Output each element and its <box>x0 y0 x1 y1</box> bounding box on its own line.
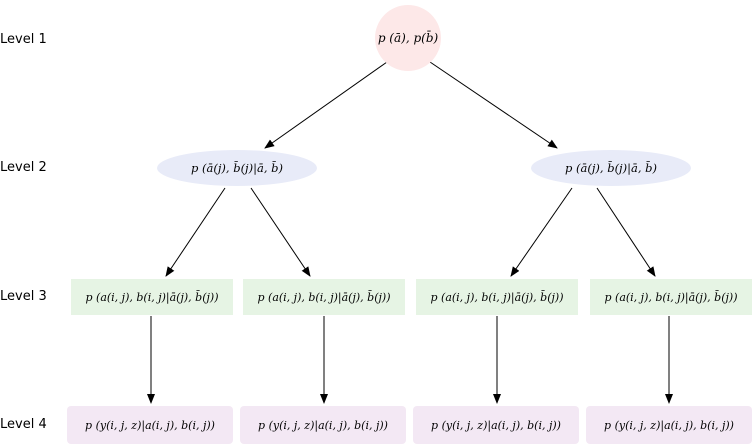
level-4-label: Level 4 <box>0 417 47 432</box>
level4-node-3: p (y(i, j, z)|a(i, j), b(i, j)) <box>413 406 579 444</box>
root-node: p (ā), p(b̄) <box>375 5 441 71</box>
level3-node-3: p (a(i, j), b(i, j)|ā(j), b̄(j)) <box>416 279 578 315</box>
level2-right-node: p (ā(j), b̄(j)|ā, b̄) <box>531 150 691 186</box>
level-3-label: Level 3 <box>0 289 47 304</box>
edge-level2-left-to-level3-1 <box>165 187 226 277</box>
level-1-label: Level 1 <box>0 32 47 47</box>
edge-root-to-level2-right <box>429 61 558 149</box>
edge-root-to-level2-left <box>264 61 388 149</box>
edge-level2-right-to-level3-3 <box>510 187 573 277</box>
level-2-label: Level 2 <box>0 160 47 175</box>
edge-level2-right-to-level3-4 <box>596 187 656 277</box>
level3-node-4: p (a(i, j), b(i, j)|ā(j), b̄(j)) <box>590 279 752 315</box>
edge-level2-left-to-level3-2 <box>250 187 311 277</box>
level4-node-2: p (y(i, j, z)|a(i, j), b(i, j)) <box>240 406 406 444</box>
level2-left-node: p (ā(j), b̄(j)|ā, b̄) <box>157 150 317 186</box>
level4-node-1: p (y(i, j, z)|a(i, j), b(i, j)) <box>67 406 233 444</box>
level4-node-4: p (y(i, j, z)|a(i, j), b(i, j)) <box>586 406 752 444</box>
level3-node-2: p (a(i, j), b(i, j)|ā(j), b̄(j)) <box>243 279 405 315</box>
level3-node-1: p (a(i, j), b(i, j)|ā(j), b̄(j)) <box>71 279 233 315</box>
